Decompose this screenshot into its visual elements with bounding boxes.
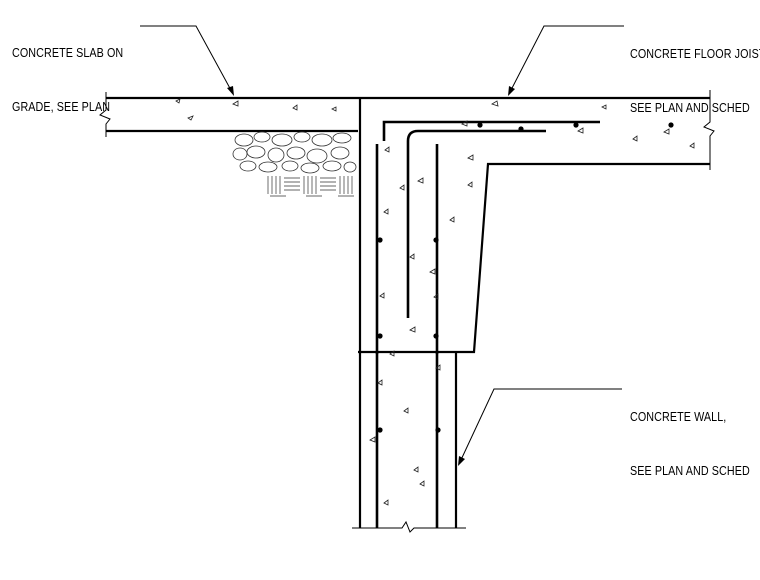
leader-slab xyxy=(140,25,234,96)
wall-outline xyxy=(352,98,466,533)
leader-wall xyxy=(458,388,622,466)
slab-note-line2: GRADE, SEE PLAN xyxy=(12,100,111,114)
wall-note-line1: CONCRETE WALL, xyxy=(630,410,727,424)
slab-break-line xyxy=(99,92,111,137)
wall-note-line2: SEE PLAN AND SCHED xyxy=(630,464,750,478)
joist-outline xyxy=(358,90,715,354)
wall-break-line xyxy=(352,520,466,533)
slab-on-grade xyxy=(99,92,358,137)
leader-joist xyxy=(508,25,624,96)
joist-note-line2: SEE PLAN AND SCHED xyxy=(630,101,750,115)
joist-note: CONCRETE FLOOR JOIST SEE PLAN AND SCHED xyxy=(630,9,760,135)
joist-top-bar xyxy=(382,120,600,141)
gravel-fill xyxy=(232,131,357,174)
slab-note: CONCRETE SLAB ON GRADE, SEE PLAN xyxy=(12,8,123,134)
slab-note-line1: CONCRETE SLAB ON xyxy=(12,46,124,60)
reinforcing-bars xyxy=(375,120,600,528)
soil-hatch xyxy=(267,176,354,197)
rebar-dots xyxy=(377,122,674,433)
wall-note: CONCRETE WALL, SEE PLAN AND SCHED xyxy=(630,372,750,498)
joist-note-line1: CONCRETE FLOOR JOIST xyxy=(630,47,760,61)
joist-break-line xyxy=(703,90,715,170)
concrete-aggregate xyxy=(175,98,695,506)
hook-bar xyxy=(406,129,546,318)
